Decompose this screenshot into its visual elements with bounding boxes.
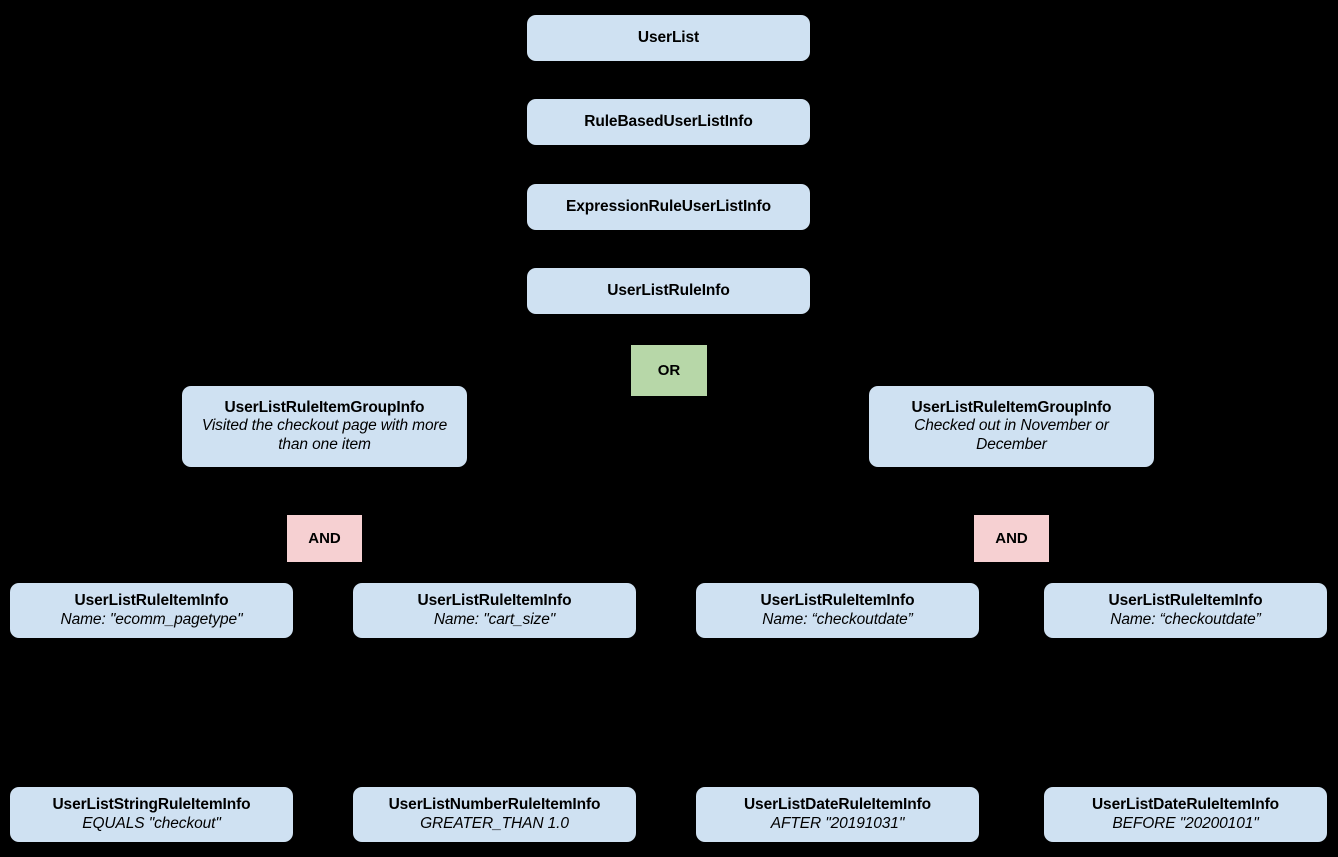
- node-title: UserListRuleItemInfo: [760, 592, 915, 610]
- node-title: UserListRuleItemInfo: [74, 592, 229, 610]
- node-leaf-date-rule-after[interactable]: UserListDateRuleItemInfo AFTER "20191031…: [696, 787, 979, 842]
- node-title: UserListRuleItemInfo: [1108, 592, 1263, 610]
- node-leaf-number-rule[interactable]: UserListNumberRuleItemInfo GREATER_THAN …: [353, 787, 636, 842]
- node-rule-based-user-list-info[interactable]: RuleBasedUserListInfo: [527, 99, 810, 145]
- node-rule-item-4[interactable]: UserListRuleItemInfo Name: “checkoutdate…: [1044, 583, 1327, 638]
- node-subtitle: GREATER_THAN 1.0: [420, 814, 569, 832]
- node-subtitle: Checked out in November or December: [914, 417, 1109, 453]
- node-title: UserList: [637, 28, 700, 46]
- node-title: ExpressionRuleUserListInfo: [566, 197, 771, 215]
- node-subtitle: EQUALS "checkout": [82, 814, 221, 832]
- node-title: UserListRuleItemInfo: [417, 592, 572, 610]
- node-title: UserListDateRuleItemInfo: [1091, 796, 1280, 814]
- node-subtitle: Visited the checkout page with more than…: [201, 417, 448, 453]
- node-rule-item-1[interactable]: UserListRuleItemInfo Name: "ecomm_pagety…: [10, 583, 293, 638]
- node-expression-rule-user-list-info[interactable]: ExpressionRuleUserListInfo: [527, 184, 810, 230]
- node-or-operator[interactable]: OR: [631, 345, 707, 396]
- node-and-operator-left[interactable]: AND: [287, 515, 362, 562]
- node-subtitle: Name: "ecomm_pagetype": [60, 610, 243, 628]
- node-subtitle: Name: “checkoutdate”: [1110, 610, 1261, 628]
- node-user-list-rule-info[interactable]: UserListRuleInfo: [527, 268, 810, 314]
- node-leaf-string-rule[interactable]: UserListStringRuleItemInfo EQUALS "check…: [10, 787, 293, 842]
- operator-label: AND: [995, 529, 1028, 547]
- node-title: UserListRuleItemGroupInfo: [224, 399, 425, 417]
- node-subtitle: AFTER "20191031": [770, 814, 905, 832]
- operator-label: AND: [308, 529, 341, 547]
- node-leaf-date-rule-before[interactable]: UserListDateRuleItemInfo BEFORE "2020010…: [1044, 787, 1327, 842]
- node-title: UserListRuleItemGroupInfo: [911, 399, 1112, 417]
- node-title: UserListRuleInfo: [607, 281, 730, 299]
- node-title: UserListDateRuleItemInfo: [743, 796, 932, 814]
- node-title: UserListNumberRuleItemInfo: [388, 796, 601, 814]
- node-subtitle: BEFORE "20200101": [1112, 814, 1259, 832]
- node-user-list[interactable]: UserList: [527, 15, 810, 61]
- node-group-right[interactable]: UserListRuleItemGroupInfo Checked out in…: [869, 386, 1154, 467]
- node-title: RuleBasedUserListInfo: [584, 112, 753, 130]
- node-title: UserListStringRuleItemInfo: [52, 796, 251, 814]
- node-and-operator-right[interactable]: AND: [974, 515, 1049, 562]
- node-group-left[interactable]: UserListRuleItemGroupInfo Visited the ch…: [182, 386, 467, 467]
- node-rule-item-2[interactable]: UserListRuleItemInfo Name: "cart_size": [353, 583, 636, 638]
- node-rule-item-3[interactable]: UserListRuleItemInfo Name: “checkoutdate…: [696, 583, 979, 638]
- operator-label: OR: [657, 361, 681, 379]
- node-subtitle: Name: “checkoutdate”: [762, 610, 913, 628]
- node-subtitle: Name: "cart_size": [433, 610, 556, 628]
